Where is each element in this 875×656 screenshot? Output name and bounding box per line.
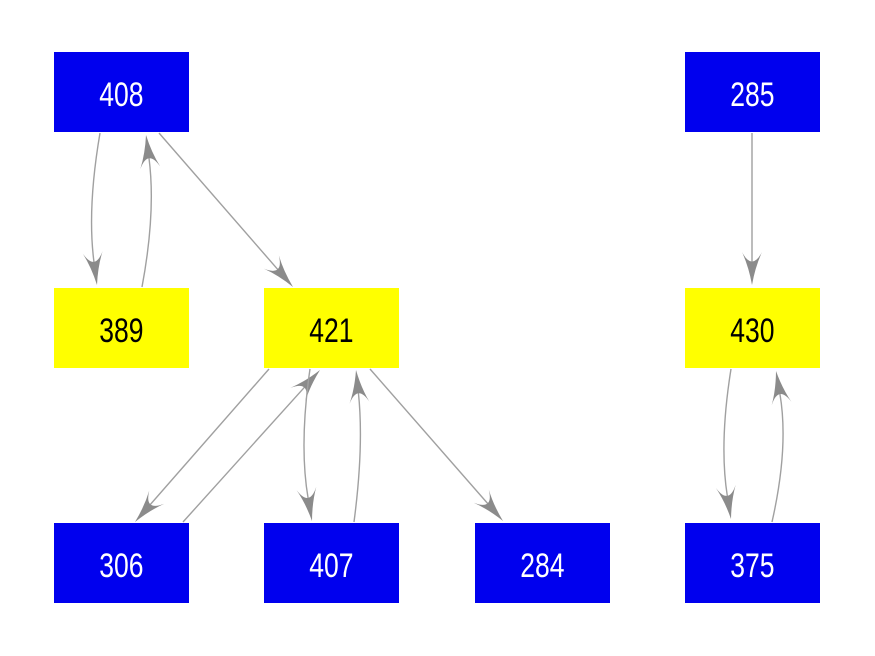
graph-node-285: 285 xyxy=(685,52,820,132)
arrowhead-icon xyxy=(263,255,293,287)
edge-421-306 xyxy=(135,368,270,522)
edge-line xyxy=(158,132,279,271)
graph-node-284: 284 xyxy=(475,523,610,603)
node-label: 408 xyxy=(99,76,144,114)
edge-430-375 xyxy=(715,368,736,519)
node-label: 407 xyxy=(309,547,354,585)
edge-375-430 xyxy=(771,371,792,523)
arrowhead-icon xyxy=(349,370,370,404)
edge-line xyxy=(182,386,306,523)
node-label: 430 xyxy=(730,312,775,350)
edge-line xyxy=(369,368,489,505)
arrowhead-icon xyxy=(140,135,161,170)
node-label: 306 xyxy=(99,547,144,585)
edge-408-421 xyxy=(158,132,293,287)
node-label: 285 xyxy=(730,76,775,114)
node-label: 389 xyxy=(99,312,144,350)
edge-421-284 xyxy=(369,368,503,521)
graph-node-407: 407 xyxy=(264,523,399,603)
arrowhead-icon xyxy=(135,490,165,522)
arrowhead-icon xyxy=(473,489,503,521)
edge-285-430 xyxy=(742,133,762,285)
graph-node-430: 430 xyxy=(685,288,820,368)
edge-line xyxy=(90,132,101,263)
node-label: 421 xyxy=(309,312,354,350)
node-label: 375 xyxy=(730,547,775,585)
edge-421-407 xyxy=(296,368,317,521)
edge-408-389 xyxy=(82,132,103,285)
edge-line xyxy=(149,368,270,506)
edge-306-421 xyxy=(182,370,320,523)
arrowhead-icon xyxy=(290,370,320,402)
graph-node-375: 375 xyxy=(685,523,820,603)
edge-line xyxy=(723,368,732,497)
arrowhead-icon xyxy=(742,252,762,285)
graph-node-306: 306 xyxy=(54,523,189,603)
node-label: 284 xyxy=(520,547,565,585)
edge-line xyxy=(771,393,784,523)
graph-node-408: 408 xyxy=(54,52,189,132)
arrowhead-icon xyxy=(82,250,103,285)
arrowhead-icon xyxy=(715,484,736,519)
graph-node-421: 421 xyxy=(264,288,399,368)
edge-407-421 xyxy=(349,370,370,523)
graph-node-389: 389 xyxy=(54,288,189,368)
edge-389-408 xyxy=(140,135,161,288)
arrowhead-icon xyxy=(771,371,792,406)
edge-line xyxy=(303,368,311,499)
edge-line xyxy=(141,157,153,288)
edge-line xyxy=(353,392,362,523)
arrowhead-icon xyxy=(296,486,317,521)
